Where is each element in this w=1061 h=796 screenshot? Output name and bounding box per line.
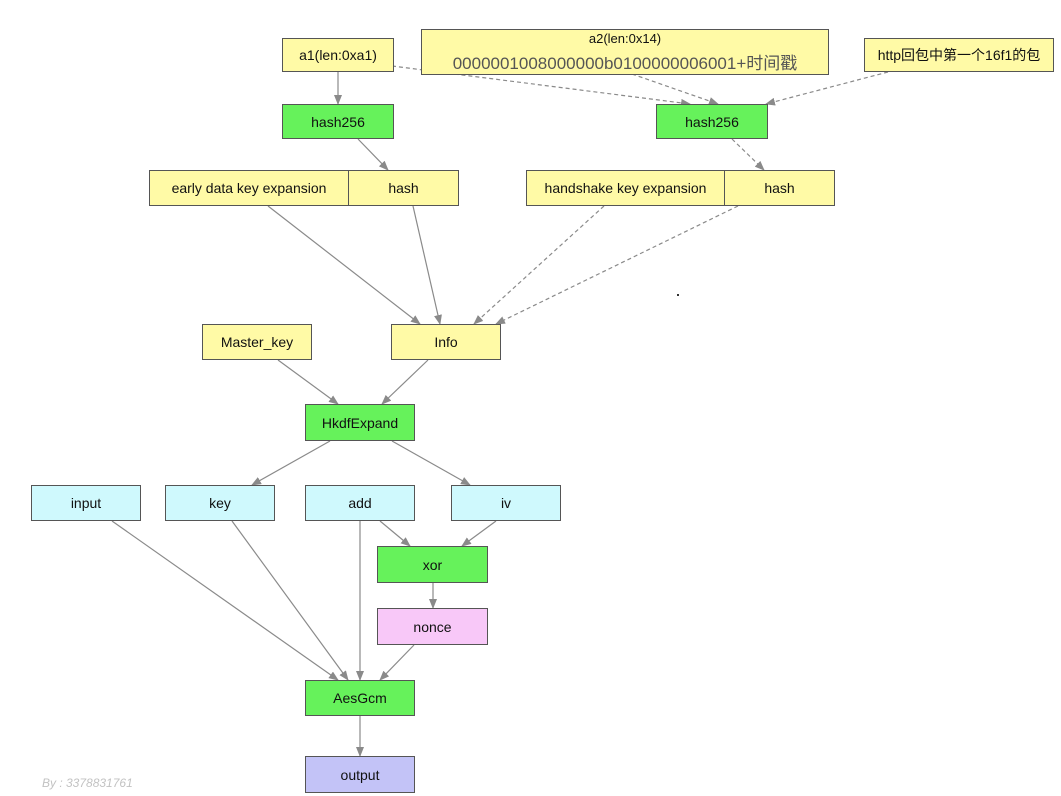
edge-info-hkdf: [381, 359, 429, 405]
nonce-box: nonce: [377, 608, 488, 645]
http-box: http回包中第一个16f1的包: [864, 38, 1054, 72]
hash256-right-box: hash256: [656, 104, 768, 139]
a2-box: a2(len:0x14) 0000001008000000b0100000006…: [421, 29, 829, 75]
handshake-box: handshake key expansion: [526, 170, 725, 206]
input-box: input: [31, 485, 141, 521]
stray-dot: [677, 294, 679, 296]
edge-a2-hash256-right: [631, 73, 719, 105]
edge-hash256-right-hash: [731, 138, 765, 171]
edge-hash-right-info: [495, 205, 739, 325]
edge-hkdf-iv: [391, 440, 471, 486]
edge-iv-xor: [461, 520, 497, 547]
a2-value: 0000001008000000b0100000006001+时间戳: [452, 53, 798, 73]
iv-box: iv: [451, 485, 561, 521]
hash256-left-box: hash256: [282, 104, 394, 139]
a1-box: a1(len:0xa1): [282, 38, 394, 72]
edge-key-aesgcm: [231, 520, 349, 681]
hash-right-box: hash: [724, 170, 835, 206]
output-box: output: [305, 756, 415, 793]
xor-box: xor: [377, 546, 488, 583]
add-box: add: [305, 485, 415, 521]
hkdf-expand-box: HkdfExpand: [305, 404, 415, 441]
info-box: Info: [391, 324, 501, 360]
edge-hash-info: [412, 205, 442, 325]
key-box: key: [165, 485, 275, 521]
edge-hash256-hash: [357, 138, 389, 171]
aesgcm-box: AesGcm: [305, 680, 415, 716]
watermark: By : 3378831761: [42, 776, 133, 790]
edge-add-xor: [379, 520, 411, 547]
hash-left-box: hash: [348, 170, 459, 206]
edge-handshake-info: [473, 205, 605, 325]
a2-title: a2(len:0x14): [588, 30, 662, 46]
edge-hkdf-key: [251, 440, 331, 486]
early-data-box: early data key expansion: [149, 170, 349, 206]
edge-early-info: [267, 205, 421, 325]
edge-input-aesgcm: [111, 520, 339, 681]
edge-nonce-aesgcm: [379, 644, 415, 681]
master-key-box: Master_key: [202, 324, 312, 360]
edge-master-hkdf: [277, 359, 339, 405]
edge-http-hash256-right: [765, 71, 889, 106]
